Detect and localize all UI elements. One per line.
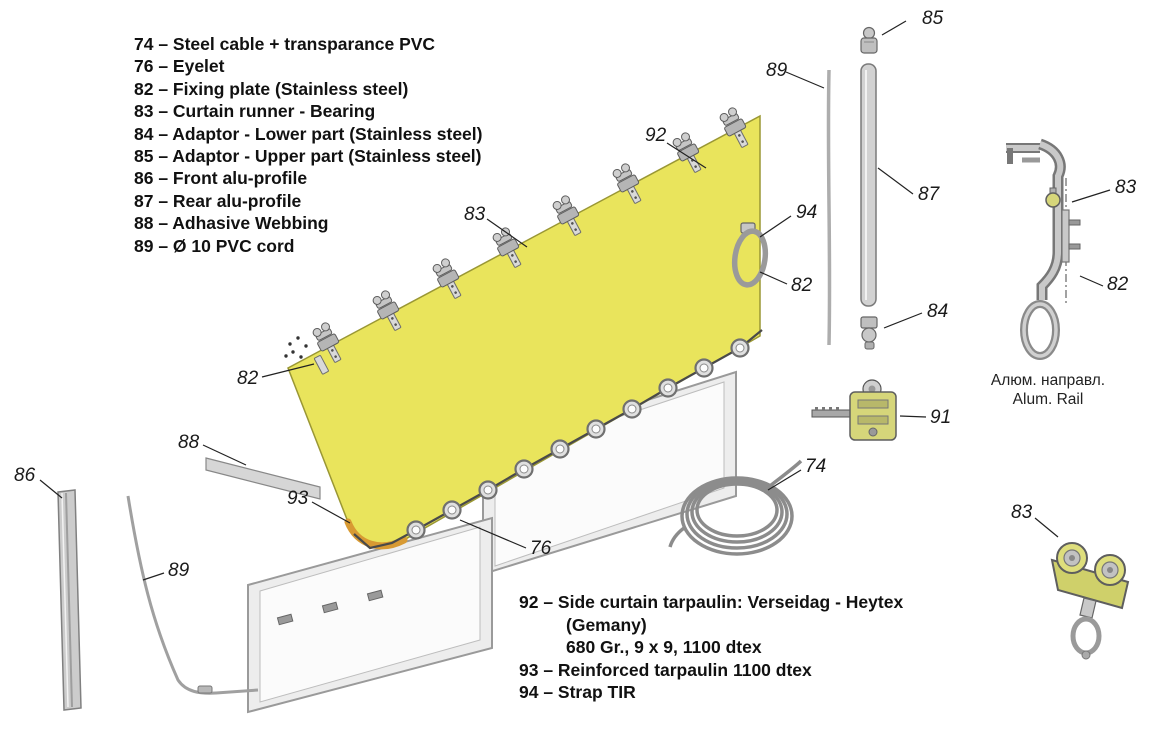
pvc-cord-left (126, 495, 259, 695)
note-line: 94 – Strap TIR (519, 682, 636, 703)
callout-rail-plate: 82 (1107, 274, 1129, 295)
eyelet (550, 439, 570, 459)
callout-runner-detail: 83 (1011, 502, 1033, 523)
rail-caption-ru: Алюм. направл. (990, 372, 1106, 389)
legend-item: 76 – Eyelet (134, 56, 225, 77)
callout-pvc-cord-left: 89 (168, 560, 190, 581)
eyelet (694, 358, 714, 378)
legend-item: 87 – Rear alu-profile (134, 190, 302, 211)
callout-runner-top: 83 (464, 204, 486, 225)
panel-hinge (321, 601, 339, 614)
pvc-cord-right (826, 69, 832, 346)
parts-legend: 74 – Steel cable + transparance PVC 76 –… (134, 33, 482, 257)
front-alu-profile (57, 489, 82, 711)
callout-front-profile: 86 (14, 465, 36, 486)
eyelet (622, 399, 642, 419)
legend-item: 84 – Adaptor - Lower part (Stainless ste… (134, 123, 483, 144)
steel-cable-coil (668, 459, 803, 556)
callout-rail-runner: 83 (1115, 177, 1137, 198)
callout-tensioner: 91 (930, 407, 951, 428)
callout-cable-coil: 74 (805, 456, 826, 477)
reinforced-tarpaulin (344, 518, 408, 550)
panel-hinge (276, 613, 294, 626)
eyelet (442, 500, 462, 520)
eyelet (730, 338, 750, 358)
material-notes: 92 – Side curtain tarpaulin: Verseidag -… (519, 591, 903, 704)
eyelet (514, 459, 534, 479)
callout-strap: 94 (796, 202, 817, 223)
legend-item: 83 – Curtain runner - Bearing (134, 101, 376, 122)
callout-strap-plate: 82 (791, 275, 813, 296)
wall-panel-front (247, 516, 493, 714)
callout-webbing: 88 (178, 432, 200, 453)
legend-item: 88 – Adhasive Webbing (134, 213, 329, 234)
runner-bearing-detail (1050, 542, 1130, 660)
eyelet (586, 419, 606, 439)
strap-tir (731, 222, 769, 288)
adaptor-upper (860, 26, 878, 54)
note-line: 680 Gr., 9 x 9, 1100 dtex (566, 637, 762, 658)
note-line: 92 – Side curtain tarpaulin: Verseidag -… (519, 592, 904, 612)
callout-adaptor-upper: 85 (922, 8, 944, 29)
note-line: 93 – Reinforced tarpaulin 1100 dtex (519, 659, 812, 680)
rear-alu-profile (860, 63, 877, 307)
eyelet (478, 480, 498, 500)
callout-eyelet: 76 (530, 538, 552, 559)
alu-rail-cross-section (1006, 138, 1081, 360)
callout-labels: 85 89 92 83 94 87 82 84 82 91 88 74 86 9… (14, 8, 1137, 581)
callout-reinforced: 93 (287, 488, 309, 509)
legend-item: 86 – Front alu-profile (134, 168, 308, 189)
callout-adaptor-lower: 84 (927, 301, 948, 322)
tensioner (811, 379, 897, 441)
rail-fixing-plate (1061, 209, 1070, 263)
callout-curtain: 92 (645, 125, 667, 146)
callout-fixing-plate: 82 (237, 368, 259, 389)
note-line: (Gemany) (566, 614, 647, 635)
legend-item: 85 – Adaptor - Upper part (Stainless ste… (134, 146, 482, 167)
leader-lines (39, 20, 1111, 581)
callout-pvc-cord-right: 89 (766, 60, 788, 81)
panel-hinge (366, 589, 384, 602)
legend-item: 89 – Ø 10 PVC cord (134, 235, 295, 256)
rail-caption: Алюм. направл. Alum. Rail (963, 371, 1133, 409)
adhesive-webbing (205, 457, 321, 500)
adaptor-lower (860, 316, 878, 350)
rail-caption-en: Alum. Rail (1012, 391, 1084, 408)
callout-rear-profile: 87 (918, 184, 941, 205)
fixing-plate-loose (284, 336, 329, 375)
eyelet (658, 378, 678, 398)
eyelet (406, 520, 426, 540)
rail-runner-roller (1045, 192, 1061, 208)
legend-item: 82 – Fixing plate (Stainless steel) (134, 78, 409, 99)
legend-item: 74 – Steel cable + transparance PVC (134, 34, 436, 54)
